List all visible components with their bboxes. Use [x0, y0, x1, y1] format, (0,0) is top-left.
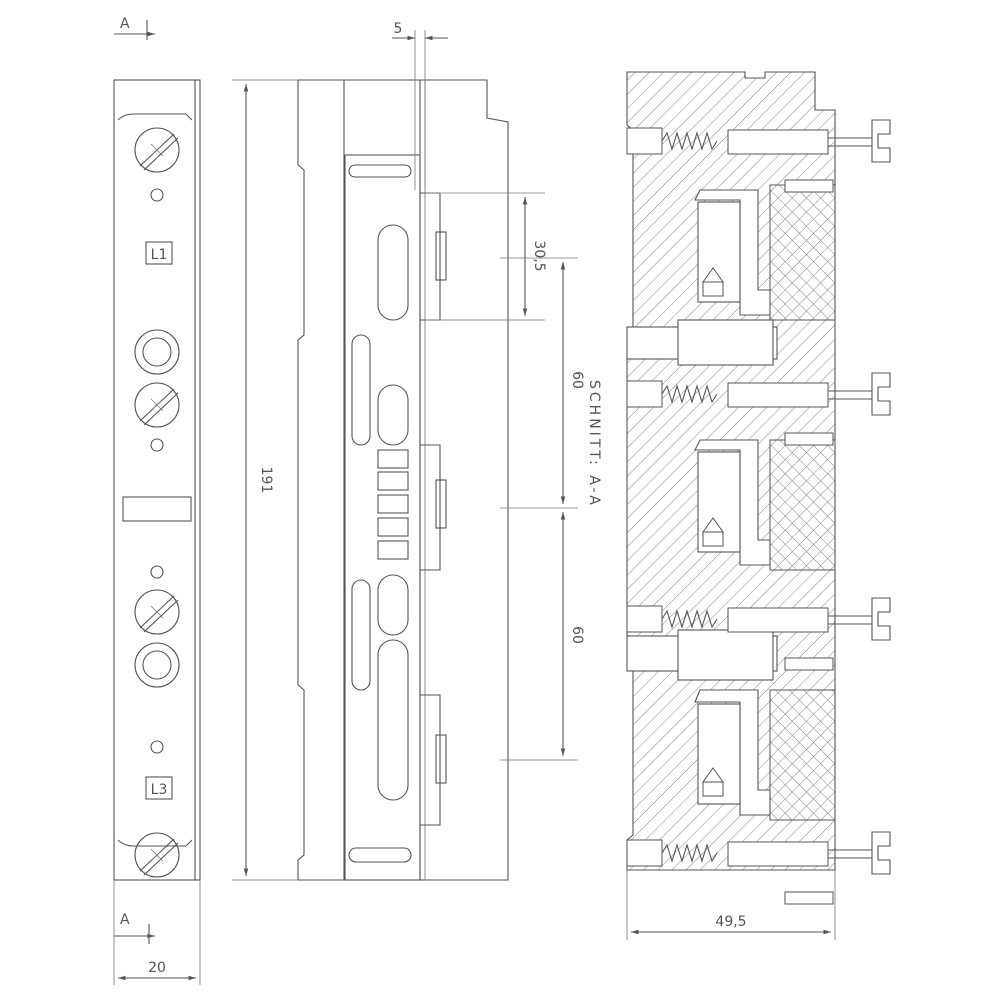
dimension-total-height: 191 — [232, 79, 300, 881]
cable-entry-icon — [134, 329, 180, 375]
dimension-pitch: 60 60 — [500, 257, 585, 761]
section-mark-bottom: A — [114, 912, 155, 944]
side-view: 191 — [232, 21, 585, 881]
section-mark-letter: A — [120, 16, 130, 32]
dimension-label: 20 — [148, 960, 166, 976]
section-view: 49,5 — [626, 71, 891, 940]
dimension-spacing-small: 30,5 — [425, 192, 547, 321]
indicator-hole — [150, 740, 164, 754]
terminal-label-text: L3 — [151, 782, 168, 798]
screw-icon — [134, 832, 180, 878]
terminal-label-l1: L1 — [145, 241, 173, 265]
label-window — [122, 496, 192, 522]
front-housing — [113, 79, 201, 881]
indicator-hole — [150, 188, 164, 202]
dimension-front-width: 20 — [113, 880, 201, 985]
terminal-label-l3: L3 — [145, 776, 173, 800]
dimension-section-width: 49,5 — [626, 870, 836, 940]
spring-pin-assembly — [626, 119, 891, 905]
side-frame — [344, 154, 421, 881]
section-title: SCHNITT: A-A — [586, 380, 602, 508]
dimension-label: 60 — [569, 626, 585, 644]
side-body-outline — [297, 79, 421, 881]
indicator-hole — [150, 565, 164, 579]
screw-icon — [134, 589, 180, 635]
dimension-label: 191 — [258, 467, 274, 494]
indicator-hole — [150, 438, 164, 452]
dimension-label: 5 — [394, 21, 403, 37]
screw-icon — [134, 127, 180, 173]
screw-icon — [134, 382, 180, 428]
cable-entry-icon — [134, 642, 180, 688]
dimension-label: 60 — [569, 371, 585, 389]
section-mark-letter: A — [120, 912, 130, 928]
dimension-offset: 5 — [392, 21, 448, 190]
dimension-label: 30,5 — [531, 240, 547, 271]
ventilation-slots — [351, 224, 409, 801]
front-view: A A L1 — [113, 16, 201, 985]
terminal-label-text: L1 — [151, 247, 168, 263]
section-mark-top: A — [114, 16, 155, 40]
dimension-label: 49,5 — [715, 914, 746, 930]
